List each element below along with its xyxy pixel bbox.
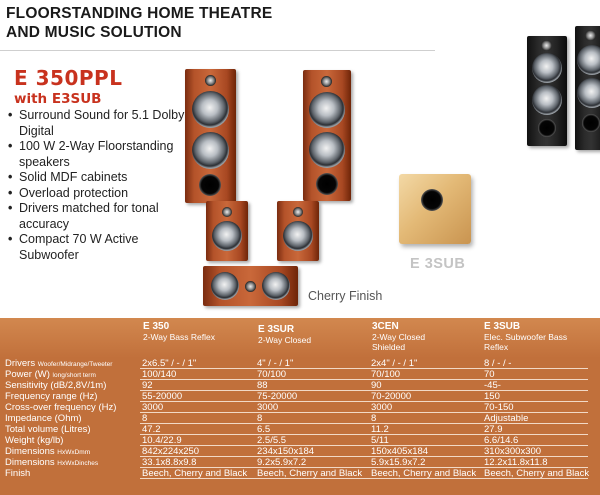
feature-item: •Compact 70 W Active Subwoofer [8,232,139,262]
feature-item: •100 W 2-Way Floorstanding speakers [8,139,174,169]
row-label: Dimensions HxWxDmm [5,446,91,457]
subwoofer [399,174,471,244]
headline-line-1: FLOORSTANDING HOME THEATRE [6,5,273,22]
headline: FLOORSTANDING HOME THEATRE AND MUSIC SOL… [6,4,272,42]
row-label: Weight (kg/lb) [5,435,64,446]
surround-speaker-right [277,201,319,261]
row-label: Drivers Woofer/Midrange/Tweeter [5,358,113,369]
feature-item: •Surround Sound for 5.1 Dolby Digital [8,108,185,138]
floorstanding-speaker-right [303,70,351,201]
finish-caption: Cherry Finish [308,289,383,303]
row-label: Total volume (Litres) [5,424,91,435]
feature-list: •Surround Sound for 5.1 Dolby Digital •1… [8,108,188,263]
model-subtitle: with E3SUB [14,91,102,107]
row-label: Impedance (Ohm) [5,413,82,424]
headline-line-2: AND MUSIC SOLUTION [6,24,182,41]
center-speaker [203,266,298,306]
row-label: Frequency range (Hz) [5,391,98,402]
row-label: Cross-over frequency (Hz) [5,402,117,413]
floorstanding-speaker-left [185,69,236,203]
black-floorstanding-speaker [575,26,600,150]
column-header: E 3SUR 2-Way Closed [258,324,312,345]
header-divider [0,50,435,51]
row-label: Power (W) long/short term [5,369,96,380]
column-header: 3CEN 2-Way Closed Shielded [372,321,426,352]
row-label: Dimensions HxWxDinches [5,457,99,468]
feature-item: •Drivers matched for tonal accuracy [8,201,159,231]
surround-speaker-left [206,201,248,261]
model-name: E 350PPL [14,66,123,90]
spec-table: E 350 2-Way Bass Reflex E 3SUR 2-Way Clo… [0,318,600,495]
row-label: Sensitivity (dB/2,8V/1m) [5,380,107,391]
subwoofer-caption: E 3SUB [410,256,466,272]
column-header: E 3SUB Elec. Subwoofer Bass Reflex [484,321,568,352]
column-header: E 350 2-Way Bass Reflex [143,321,215,342]
feature-item: •Solid MDF cabinets [8,170,128,184]
feature-item: •Overload protection [8,185,129,200]
black-floorstanding-speaker [527,36,567,146]
table-row: 2x6.5" / - / 1"4" / - / 1"2x4" / - / 1"8… [140,358,600,369]
spec-table-header-band [0,318,600,358]
row-label: Finish [5,468,31,479]
